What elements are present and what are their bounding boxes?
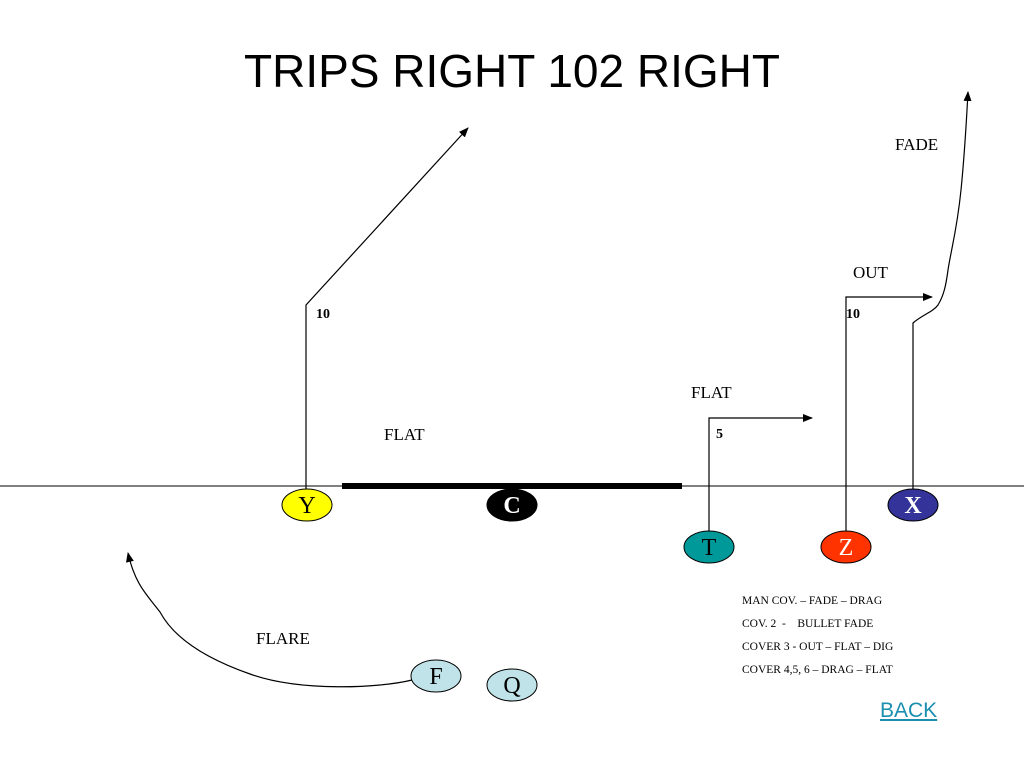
play-title: TRIPS RIGHT 102 RIGHT [244,45,780,97]
player-x[interactable]: X [887,488,939,522]
player-y[interactable]: Y [281,488,333,522]
t-route [708,414,813,533]
flat-label-left: FLAT [384,425,425,444]
player-t-letter: T [702,535,717,561]
back-link[interactable]: BACK [880,699,938,722]
z-depth-label: 10 [846,307,860,322]
fade-label: FADE [895,135,939,154]
out-label: OUT [853,263,888,282]
player-f[interactable]: F [410,659,462,693]
player-z-circle [820,530,872,564]
player-q[interactable]: Q [486,668,538,702]
flare-label: FLARE [256,629,310,648]
z-route [845,293,933,533]
y-depth-label: 10 [316,307,330,322]
player-c-letter: C [503,493,520,519]
player-c[interactable]: C [486,488,538,522]
player-x-circle [887,488,939,522]
player-c-circle [486,488,538,522]
coverage-note: MAN COV. – FADE – DRAG [742,595,883,607]
flat-label-t: FLAT [691,383,732,402]
player-x-letter: X [904,493,922,519]
coverage-note: COVER 3 - OUT – FLAT – DIG [742,641,894,653]
player-t[interactable]: T [683,530,735,564]
player-t-circle [683,530,735,564]
player-y-letter: Y [298,493,315,519]
t-depth-label: 5 [716,427,723,442]
x-route [912,91,972,490]
player-f-letter: F [429,664,442,690]
player-z-letter: Z [839,535,854,561]
coverage-note: COV. 2 - BULLET FADE [742,618,874,630]
coverage-notes: MAN COV. – FADE – DRAG COV. 2 - BULLET F… [742,594,893,686]
player-q-letter: Q [503,673,520,699]
player-q-circle [486,668,538,702]
coverage-note: COVER 4,5, 6 – DRAG – FLAT [742,664,893,676]
player-f-circle [410,659,462,693]
y-route [305,127,469,490]
player-y-circle [281,488,333,522]
f-route [126,552,413,688]
player-z[interactable]: Z [820,530,872,564]
